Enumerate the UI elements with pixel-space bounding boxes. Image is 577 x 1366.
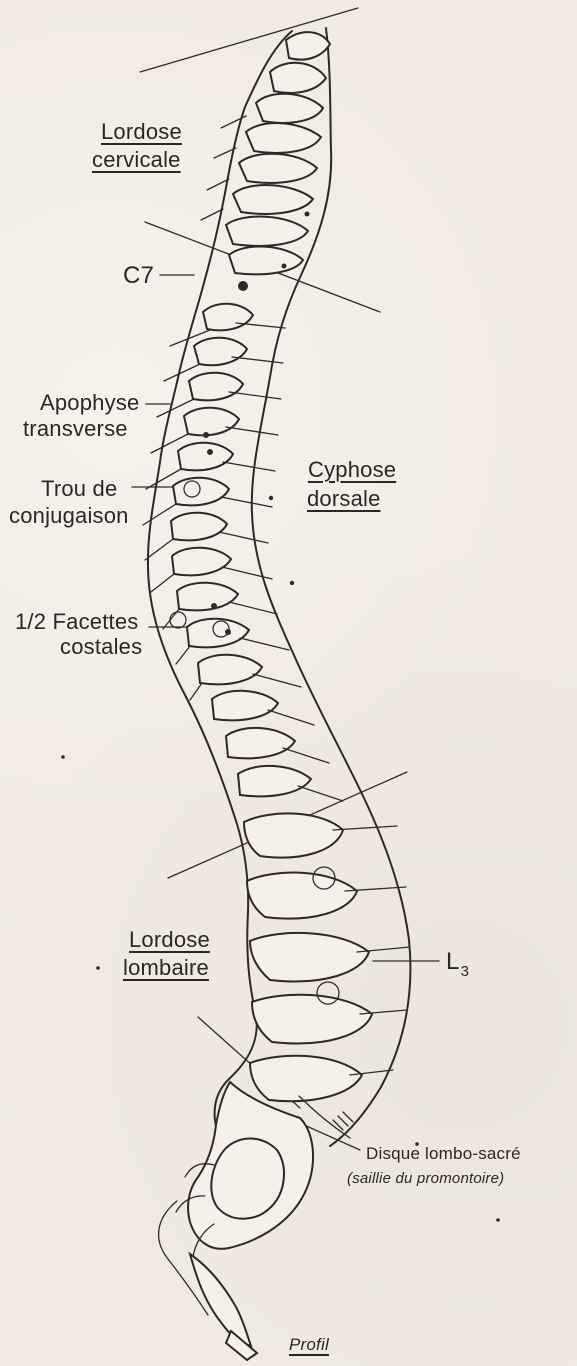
apophyse-line-2: transverse [23,418,128,440]
thoracic-vertebrae [143,304,343,801]
lordose-lombaire-line-2: lombaire [123,957,209,979]
disque-line-1: Disque lombo-sacré [366,1145,521,1162]
apophyse-line-1: Apophyse [40,392,139,414]
lordose-cervicale-line-2: cervicale [92,149,181,171]
sacrum-coccyx [159,1082,313,1360]
lumbar-vertebrae [244,813,410,1138]
facettes-line-1: 1/2 Facettes [15,611,138,633]
cyphose-line-1: Cyphose [308,459,396,481]
l3-subscript: 3 [461,963,470,980]
lordose-lombaire-line-1: Lordose [129,929,210,951]
c7-label: C7 [123,264,154,288]
lordose-cervicale-line-1: Lordose [101,121,182,143]
disque-line-2: (saillie du promontoire) [347,1171,504,1186]
cyphose-line-2: dorsale [307,488,381,510]
trou-line-1: Trou de [41,478,117,500]
profil-label: Profil [289,1336,329,1353]
cervical-vertebrae [201,32,330,323]
facettes-line-2: costales [60,636,142,658]
l3-label: L3 [446,950,469,974]
l3-main: L [446,948,460,975]
trou-line-2: conjugaison [9,505,129,527]
